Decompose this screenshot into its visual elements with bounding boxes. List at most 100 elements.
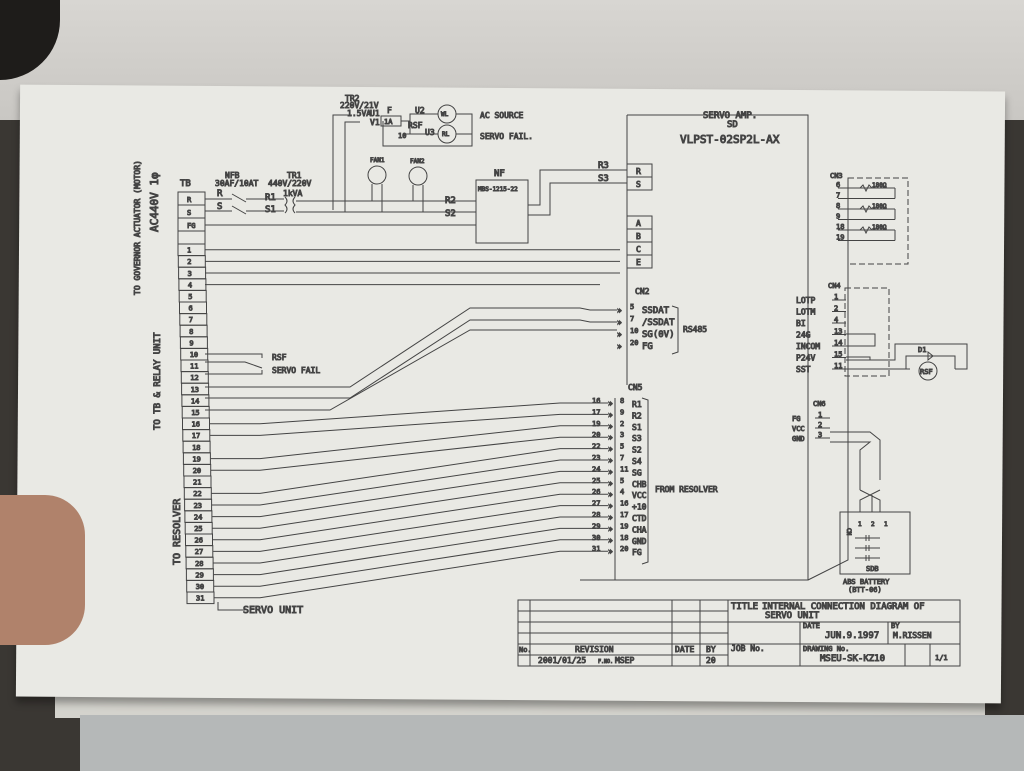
- resolver-brace: [641, 397, 649, 565]
- cn5-pin-number: 7: [620, 454, 624, 462]
- cn3-label: CN3: [830, 172, 843, 180]
- servo-fail-label: SERVO FAIL.: [480, 132, 533, 141]
- breaker-icon: [231, 193, 247, 215]
- tb-group-labels: TO GOVERNOR ACTUATOR (MOTOR) TO TB & REL…: [133, 160, 321, 617]
- cn2-pin-number: 5: [630, 303, 634, 311]
- tb-row-R: [177, 191, 206, 206]
- cn5-pin-signal: R1: [632, 400, 642, 409]
- tr2-label: TR2: [345, 94, 360, 103]
- tb-row-label: 30: [196, 583, 204, 591]
- motor-group-label: TO GOVERNOR ACTUATOR (MOTOR): [133, 160, 142, 295]
- cn5-pin-number: 20: [620, 545, 628, 553]
- cn5-wire: [212, 493, 608, 541]
- drawing-number: MSEU-SK-KZ10: [820, 654, 885, 664]
- v1-label: V1: [370, 118, 380, 127]
- cn5-pin-signal: S3: [632, 434, 642, 443]
- tb-row-label: 25: [194, 525, 202, 533]
- cn4-pin-signal: INCOM: [796, 342, 820, 351]
- rev-by-label: BY: [706, 645, 716, 654]
- s1-label: S1: [265, 205, 276, 215]
- cn5-pin-number: 2: [620, 420, 624, 428]
- servo-amp-box: [580, 114, 809, 581]
- cn6-pin-signal: FG: [792, 415, 800, 423]
- amp-terminal-S: [626, 176, 653, 191]
- tb-row-3: [178, 266, 207, 280]
- cn3-pin-number: 9: [836, 213, 840, 221]
- cn3-dashed-box: [847, 177, 909, 265]
- rs485-brace: [671, 305, 679, 355]
- rl-label: RL: [442, 131, 450, 138]
- tb-row-label: 29: [195, 571, 203, 579]
- cn2-pin-signal: SG(0V): [642, 330, 675, 340]
- cn5-pin-signal: FG: [632, 548, 642, 557]
- cn2-pin-signal: /SSDAT: [642, 318, 675, 328]
- tb-row-label: 16: [192, 421, 200, 429]
- cn5-pin-number: 9: [620, 408, 624, 416]
- tb-row-label: 11: [190, 363, 198, 371]
- tb-servo-fail-label: SERVO FAIL: [272, 366, 320, 375]
- pin-arrow-icon: »: [608, 467, 613, 476]
- tb-row-label: 4: [188, 281, 192, 289]
- tb-row-label: 13: [191, 386, 199, 394]
- fno-label: F.NO.: [598, 659, 613, 665]
- supply-label: AC440V 1φ: [148, 172, 161, 232]
- relay-group-label: TO TB & RELAY UNIT: [153, 332, 163, 430]
- tr1-label: TR1: [287, 171, 302, 180]
- cn5-tb-number: 24: [592, 465, 600, 473]
- tb-row-label: 24: [194, 513, 202, 521]
- tb-row-8: [179, 324, 208, 338]
- cn2-wire: [205, 319, 617, 399]
- rs485-label: RS485: [683, 325, 707, 334]
- tb-row-label: 6: [189, 305, 193, 313]
- tb-row-label: 21: [193, 479, 201, 487]
- pin-arrow-icon: »: [608, 490, 613, 499]
- drawing-label: DRAWING No.: [803, 645, 849, 653]
- servo-unit-arrow: SERVO UNIT: [243, 605, 303, 616]
- cn5-tb-number: 17: [592, 408, 600, 416]
- servo-amp: SERVO AMP. SD VLPST-02SP2L-AX: [580, 111, 809, 581]
- fan2-label: FAN2: [410, 158, 425, 165]
- tb-row-label: 12: [190, 374, 198, 382]
- resolver-group-label: TO RESOLVER: [172, 498, 183, 565]
- cn5-tb-number: 30: [592, 534, 600, 542]
- pin-arrow-icon: »: [608, 513, 613, 522]
- cn5-pin-signal: CHA: [632, 525, 647, 534]
- cn5-wire: [209, 402, 608, 425]
- tb-row-1: [177, 243, 206, 257]
- cn4-pin-number: 2: [834, 305, 838, 313]
- pin-arrow-icon: »: [608, 479, 613, 488]
- battery-cells-icon: [855, 535, 880, 561]
- cn5-pin-number: 19: [620, 522, 628, 530]
- diode-icon: [905, 350, 956, 369]
- tr1-rating: 440V/220V: [268, 179, 312, 188]
- cn4-pin-signal: SST: [796, 365, 811, 374]
- ac-source-label: AC SOURCE: [480, 111, 524, 120]
- cn5-wire: [211, 448, 608, 494]
- cn4-pin-signal: LOTM: [796, 308, 815, 317]
- cn6-label: CN6: [813, 400, 826, 408]
- tr1-power: 1kVA: [283, 189, 302, 198]
- pin-arrow-icon: »: [617, 318, 622, 327]
- cn5-pin-signal: +10: [632, 503, 647, 512]
- tr2-rating: 220V/21V: [340, 101, 379, 110]
- nfb-rating: 30AF/10AT: [215, 179, 259, 188]
- cn4-pin-signal: BI: [796, 319, 806, 328]
- fan1-icon: [367, 165, 387, 185]
- amp-right-edge: [807, 178, 849, 581]
- resistor-value: 180Ω: [872, 182, 887, 189]
- tb-row-9: [179, 336, 208, 349]
- cn5-tb-number: 31: [592, 545, 600, 553]
- resistor-value: 180Ω: [872, 224, 887, 231]
- s-label: S: [217, 202, 222, 212]
- cn2-pin-number: 10: [630, 327, 638, 335]
- cn4-pin-number: 15: [834, 351, 842, 359]
- tb-row-label: 23: [194, 502, 202, 510]
- sheet-number: 1/1: [935, 654, 948, 662]
- tb-row-31: [186, 591, 215, 605]
- battery-box: [839, 511, 911, 575]
- cn6-pin-signal: VCC: [792, 425, 805, 433]
- tb-row-label: 10: [190, 351, 198, 359]
- pin-arrow-icon: »: [608, 399, 613, 408]
